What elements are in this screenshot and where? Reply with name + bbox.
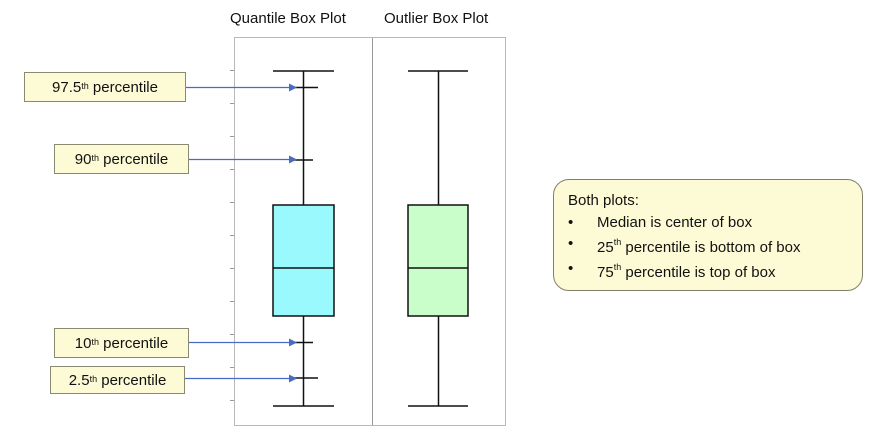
bullet-icon: •	[568, 260, 574, 277]
quantile-box-plot-title: Quantile Box Plot	[230, 10, 346, 27]
note-item-25th: • 25th percentile is bottom of box	[568, 233, 848, 258]
note-item-value: 25	[597, 239, 614, 256]
note-item-text: Median is center of box	[597, 214, 753, 231]
outlier-box-plot-title: Outlier Box Plot	[384, 10, 489, 27]
bullet-icon: •	[568, 214, 574, 231]
callout-value: 90	[74, 150, 92, 168]
note-item-text: percentile is bottom of box	[621, 239, 801, 256]
note-item-superscript: th	[613, 262, 622, 272]
note-item-value: 75	[597, 264, 614, 281]
callout-superscript: th	[89, 374, 98, 384]
note-item-text: percentile is top of box	[621, 264, 776, 281]
note-title: Both plots:	[568, 192, 639, 209]
note-item-superscript: th	[613, 237, 622, 247]
outlier-box	[407, 204, 469, 317]
quantile-box	[272, 204, 335, 317]
callout-arrows	[185, 83, 297, 383]
callout-value: 97.5	[52, 78, 82, 96]
both-plots-note: Both plots: • Median is center of box • …	[553, 179, 863, 291]
note-item-median: • Median is center of box	[568, 212, 848, 233]
callout-label: percentile	[88, 78, 158, 96]
callout-superscript: th	[91, 337, 99, 347]
outlier-box-plot	[407, 70, 469, 407]
axis-ticks	[230, 70, 234, 401]
callout-superscript: th	[81, 81, 89, 91]
callout-value: 10	[74, 334, 92, 352]
callout-label: percentile	[98, 334, 169, 352]
callout-label: percentile	[97, 371, 167, 389]
bullet-icon: •	[568, 235, 574, 252]
callout-label: percentile	[98, 150, 169, 168]
note-item-75th: • 75th percentile is top of box	[568, 258, 848, 283]
callout-superscript: th	[91, 153, 99, 163]
callout-value: 2.5	[68, 371, 90, 389]
note-list: • Median is center of box • 25th percent…	[568, 212, 848, 283]
